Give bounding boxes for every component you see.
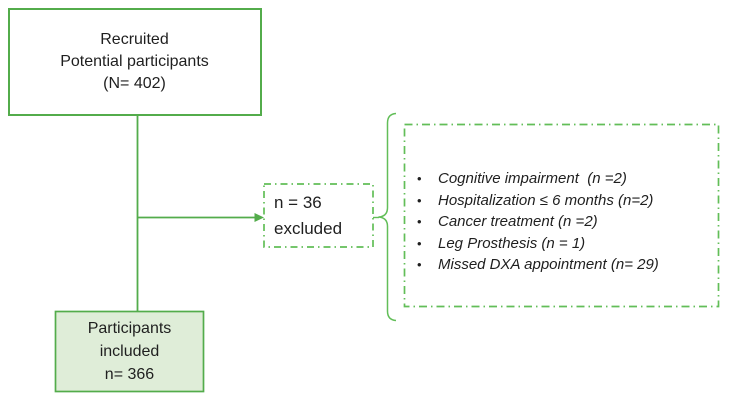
exclusion-reason-text: Hospitalization ≤ 6 months (n=2) [438,191,654,209]
arrowhead-icon [254,213,264,222]
excluded-box: n = 36 excluded [264,184,373,247]
excluded-box-line: excluded [274,219,343,238]
included-box-outline [54,310,205,393]
included-box-line: n= 366 [104,366,155,383]
bullet-icon: • [417,171,422,186]
exclusion-reason-item: • Missed DXA appointment (n= 29) [417,254,713,276]
exclusion-reason-text: Leg Prosthesis (n = 1) [438,234,586,252]
recruited-box-outline [8,8,262,116]
recruited-box: Recruited Potential participants (N= 402… [8,8,261,115]
exclusion-reason-item: • Cognitive impairment (n =2) [417,168,713,190]
included-box-line: Participants [87,320,172,337]
bullet-icon: • [417,235,422,251]
bullet-icon: • [417,192,422,208]
included-box-line: included [99,343,160,360]
bullet-icon: • [417,257,422,273]
exclusion-reason-text: Cancer treatment (n =2) [438,213,598,231]
exclusion-reasons-box-outline [403,123,720,308]
excluded-box-outline [263,183,374,248]
exclusion-reason-item: • Hospitalization ≤ 6 months (n=2) [417,190,713,212]
excluded-box-line: n = 36 [274,193,322,212]
included-box: Participants included n= 366 [55,311,204,392]
exclusion-reasons-box: • Cognitive impairment (n =2) • Hospital… [404,124,719,307]
recruited-box-line: Potential participants [60,52,209,70]
exclusion-reason-item: • Cancer treatment (n =2) [417,211,713,233]
exclusion-reason-text: Cognitive impairment (n =2) [438,170,627,187]
left-curly-brace [378,112,397,322]
exclusion-reason-text: Missed DXA appointment (n= 29) [438,256,659,274]
recruited-box-line: Recruited [100,30,169,48]
exclusion-reason-item: • Leg Prosthesis (n = 1) [417,233,713,255]
recruited-box-line: (N= 402) [103,74,166,92]
bullet-icon: • [417,214,422,230]
